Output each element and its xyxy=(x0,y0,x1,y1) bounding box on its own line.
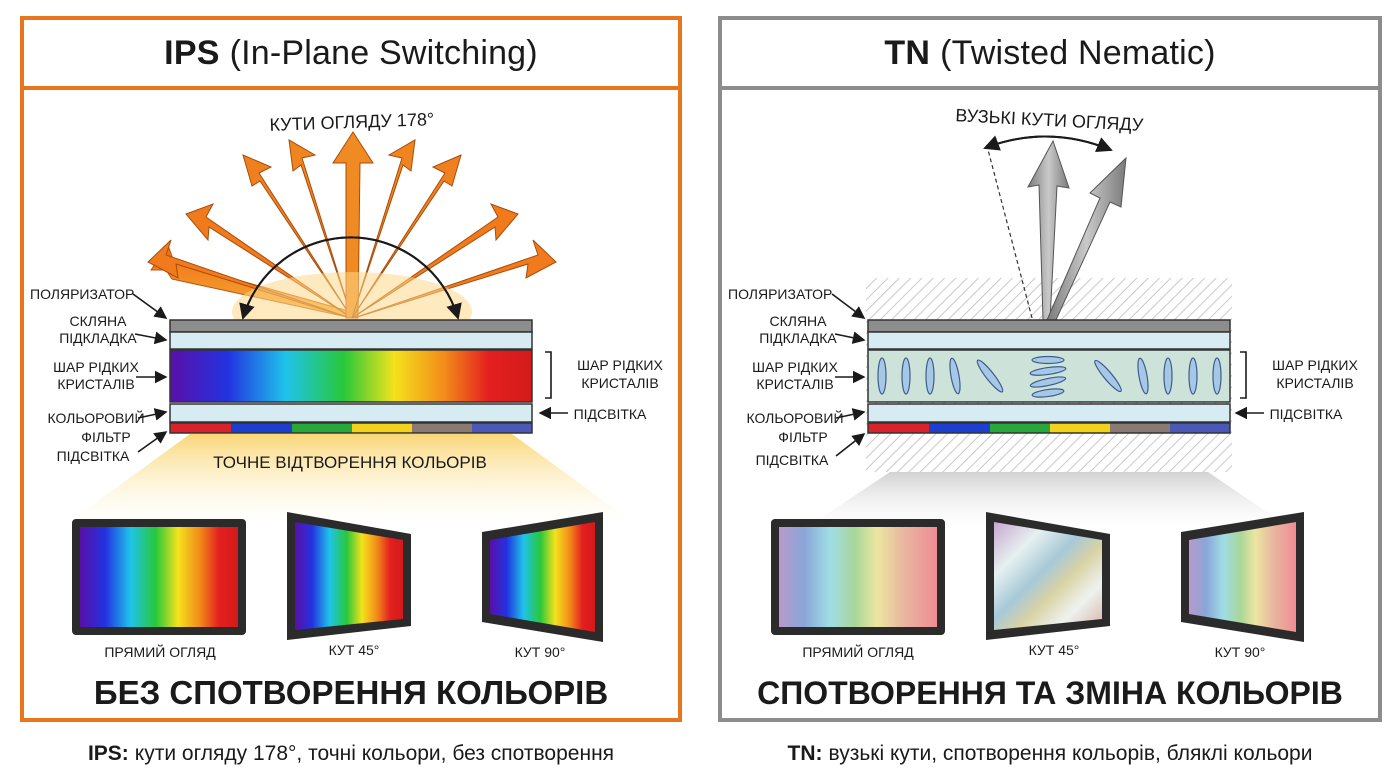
ips-view-45-label: КУТ 45° xyxy=(329,642,380,658)
tn-label-glass-2: ПІДКЛАДКА xyxy=(759,330,837,346)
tn-title: TN (Twisted Nematic) xyxy=(722,20,1378,90)
ips-label-filter-1: КОЛЬОРОВИЙ xyxy=(47,409,144,426)
tn-monitor-front xyxy=(771,519,945,635)
ips-label-backlight-left: ПІДСВІТКА xyxy=(57,448,130,464)
tn-label-filter-1: КОЛЬОРОВИЙ xyxy=(746,409,843,426)
tn-label-backlight-left: ПІДСВІТКА xyxy=(756,452,829,468)
tn-color-filter xyxy=(867,422,1231,434)
tn-label-backlight-right: ПІДСВІТКА xyxy=(1270,406,1343,422)
ips-caption-abbr: IPS: xyxy=(87,742,129,765)
ips-label-lc-right-2: КРИСТАЛІВ xyxy=(581,375,658,391)
ips-layer-stack xyxy=(169,319,533,434)
tn-view-90-label: КУТ 90° xyxy=(1215,644,1266,660)
ips-glass-layer xyxy=(169,331,533,350)
ips-light-rays xyxy=(147,131,557,352)
ips-color-filter xyxy=(169,422,533,434)
ips-label-glass-1: СКЛЯНА xyxy=(69,313,127,329)
ips-ray xyxy=(288,139,353,319)
ips-label-polarizer: ПОЛЯРИЗАТОР xyxy=(30,286,134,302)
ips-ray xyxy=(351,139,416,319)
tn-view-labels: ПРЯМИЙ ОГЛЯД КУТ 45° КУТ 90° xyxy=(802,642,1265,660)
tn-backlight-layer xyxy=(867,403,1231,423)
ips-title: IPS (In-Plane Switching) xyxy=(24,20,678,90)
ips-left-labels: ПОЛЯРИЗАТОР СКЛЯНА ПІДКЛАДКА ШАР РІДКИХ … xyxy=(30,286,168,464)
ips-monitor-front xyxy=(72,519,246,635)
tn-light-cone xyxy=(806,472,1290,528)
tn-result-label: СПОТВОРЕННЯ ТА ЗМІНА КОЛЬОРІВ xyxy=(757,675,1343,711)
ips-label-lc-right-1: ШАР РІДКИХ xyxy=(577,357,663,373)
ips-polarizer-layer xyxy=(169,319,533,333)
ips-ray xyxy=(353,239,557,319)
ips-title-full: (In-Plane Switching) xyxy=(229,33,538,72)
tn-caption-text: вузькі кути, спотворення кольорів, блякл… xyxy=(828,742,1313,765)
tn-crystal-molecules xyxy=(877,355,1222,398)
ips-light-cone xyxy=(72,434,630,520)
tn-dashed-normal xyxy=(985,141,1033,319)
tn-label-polarizer: ПОЛЯРИЗАТОР xyxy=(728,286,832,302)
tn-view-angle-label: ВУЗЬКІ КУТИ ОГЛЯДУ xyxy=(955,105,1144,135)
tn-caption-abbr: TN: xyxy=(787,742,823,765)
tn-label-filter-2: ФІЛЬТР xyxy=(778,429,827,445)
ips-label-filter-2: ФІЛЬТР xyxy=(81,429,130,445)
ips-label-lc-2: КРИСТАЛІВ xyxy=(57,376,134,392)
ips-caption-text: кути огляду 178°, точні кольори, без спо… xyxy=(134,742,615,765)
ips-view-labels: ПРЯМИЙ ОГЛЯД КУТ 45° КУТ 90° xyxy=(104,642,565,660)
tn-left-labels: ПОЛЯРИЗАТОР СКЛЯНА ПІДКЛАДКА ШАР РІДКИХ … xyxy=(728,286,866,468)
ips-backlight-layer xyxy=(169,403,533,423)
ips-title-abbr: IPS xyxy=(164,33,220,72)
tn-label-lc-right-1: ШАР РІДКИХ xyxy=(1272,357,1358,373)
tn-title-abbr: TN xyxy=(884,33,931,72)
tn-label-lc-right-2: КРИСТАЛІВ xyxy=(1276,375,1353,391)
tn-layer-stack xyxy=(867,319,1231,434)
tn-label-glass-1: СКЛЯНА xyxy=(769,313,827,329)
tn-label-lc-1: ШАР РІДКИХ xyxy=(752,359,838,375)
tn-view-front-label: ПРЯМИЙ ОГЛЯД xyxy=(802,643,914,660)
tn-monitor-45 xyxy=(986,512,1110,640)
tn-glass-layer xyxy=(867,331,1231,350)
ips-ray xyxy=(147,239,351,319)
ips-monitor-45 xyxy=(287,512,411,640)
ips-right-labels: ШАР РІДКИХ КРИСТАЛІВ ПІДСВІТКА xyxy=(538,351,663,422)
tn-label-lc-2: КРИСТАЛІВ xyxy=(756,376,833,392)
ips-result-label: БЕЗ СПОТВОРЕННЯ КОЛЬОРІВ xyxy=(94,674,608,711)
tn-monitor-90 xyxy=(1181,512,1304,642)
ips-monitor-90 xyxy=(482,512,603,642)
ips-label-glass-2: ПІДКЛАДКА xyxy=(59,330,137,346)
ips-caption: IPS: кути огляду 178°, точні кольори, бе… xyxy=(20,738,682,770)
ips-view-90-label: КУТ 90° xyxy=(515,644,566,660)
tn-view-45-label: КУТ 45° xyxy=(1029,642,1080,658)
ips-label-backlight-right: ПІДСВІТКА xyxy=(574,406,647,422)
tn-title-full: (Twisted Nematic) xyxy=(940,33,1216,72)
ips-view-front-label: ПРЯМИЙ ОГЛЯД xyxy=(104,643,216,660)
ips-view-angle-label: КУТИ ОГЛЯДУ 178° xyxy=(269,109,434,135)
tn-caption: TN: вузькі кути, спотворення кольорів, б… xyxy=(718,738,1382,770)
tn-viewing-arrows xyxy=(1027,139,1127,323)
ips-label-lc-1: ШАР РІДКИХ xyxy=(53,359,139,375)
tn-right-labels: ШАР РІДКИХ КРИСТАЛІВ ПІДСВІТКА xyxy=(1234,351,1358,422)
ips-liquid-crystal-layer xyxy=(169,349,533,403)
ips-accurate-label: ТОЧНЕ ВІДТВОРЕННЯ КОЛЬОРІВ xyxy=(213,453,487,472)
tn-polarizer-layer xyxy=(867,319,1231,333)
